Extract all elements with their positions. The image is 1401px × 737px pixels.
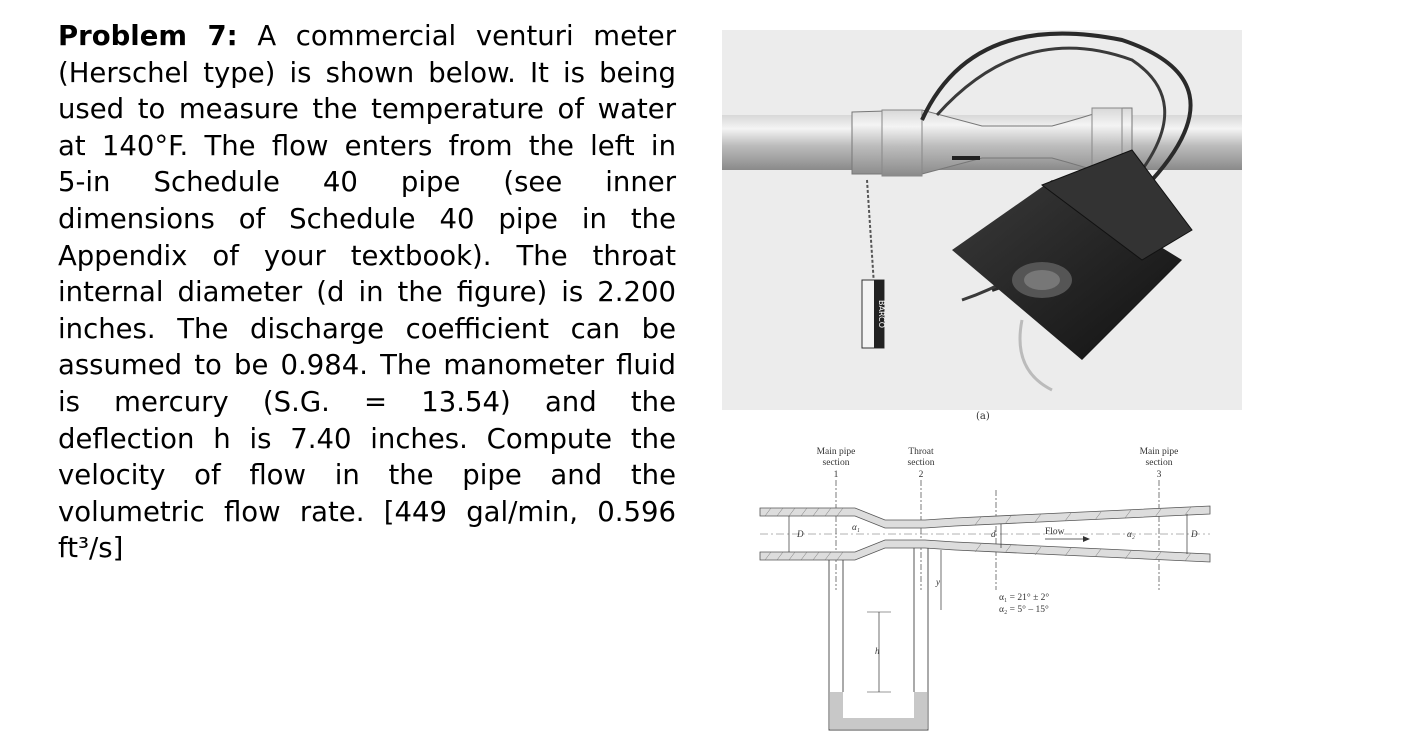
- problem-line-10: assumed to be 0.984. The manometer fluid: [58, 349, 676, 382]
- venturi-meter-photo: BARCO: [722, 30, 1242, 410]
- label-throat-2: section: [908, 458, 935, 468]
- problem-line-4: at 140°F. The flow enters from the left …: [58, 129, 676, 162]
- problem-line-12: deflection h is 7.40 inches. Compute the: [58, 422, 676, 455]
- pipe-walls: [759, 505, 1211, 563]
- label-main-pipe-right-3: 3: [1157, 470, 1162, 480]
- problem-line-9: inches. The discharge coefficient can be: [58, 312, 676, 345]
- flow-label: Flow: [1045, 527, 1065, 537]
- problem-line-6: dimensions of Schedule 40 pipe in the: [58, 202, 676, 235]
- label-main-pipe-right-1: Main pipe: [1140, 447, 1179, 457]
- label-h: h: [875, 646, 880, 656]
- label-throat-1: Throat: [908, 447, 934, 457]
- label-alpha1: α₁: [852, 522, 860, 532]
- problem-line-5: 5-in Schedule 40 pipe (see inner: [58, 166, 676, 199]
- label-throat-d: d: [991, 529, 996, 539]
- problem-line-8: internal diameter (d in the figure) is 2…: [58, 276, 676, 309]
- problem-line-2: (Herschel type) is shown below. It is be…: [58, 56, 676, 89]
- label-main-pipe-left-1: Main pipe: [817, 447, 856, 457]
- problem-line-15: ft³/s]: [58, 532, 124, 565]
- figure-a-caption: (a): [976, 411, 990, 422]
- problem-line-1: Problem 7: A commercial venturi meter: [58, 20, 676, 52]
- label-throat-3: 2: [919, 470, 924, 480]
- label-d-right: D: [1190, 529, 1198, 539]
- label-main-pipe-left-3: 1: [834, 470, 839, 480]
- label-alpha2: α₂: [1127, 529, 1135, 539]
- label-y: y: [935, 577, 940, 587]
- problem-line-11: is mercury (S.G. = 13.54) and the: [58, 385, 676, 418]
- angle-note-2: α₂ = 5° – 15°: [999, 604, 1049, 615]
- problem-line-7: Appendix of your textbook). The throat: [58, 239, 676, 272]
- problem-line-14: volumetric flow rate. [449 gal/min, 0.59…: [58, 495, 676, 528]
- label-main-pipe-right-2: section: [1146, 458, 1173, 468]
- problem-statement: Problem 7: A commercial venturi meter (H…: [58, 18, 676, 567]
- venturi-schematic: Main pipe section 1 Throat section 2 Mai…: [759, 447, 1211, 731]
- label-main-pipe-left-2: section: [823, 458, 850, 468]
- angle-note-1: α₁ = 21° ± 2°: [999, 592, 1049, 603]
- problem-line-13: velocity of flow in the pipe and the: [58, 459, 676, 492]
- problem-label: Problem 7:: [58, 20, 238, 52]
- problem-line-3: used to measure the temperature of water: [58, 93, 676, 126]
- label-d-left: D: [796, 529, 804, 539]
- barco-tag-text: BARCO: [877, 300, 886, 328]
